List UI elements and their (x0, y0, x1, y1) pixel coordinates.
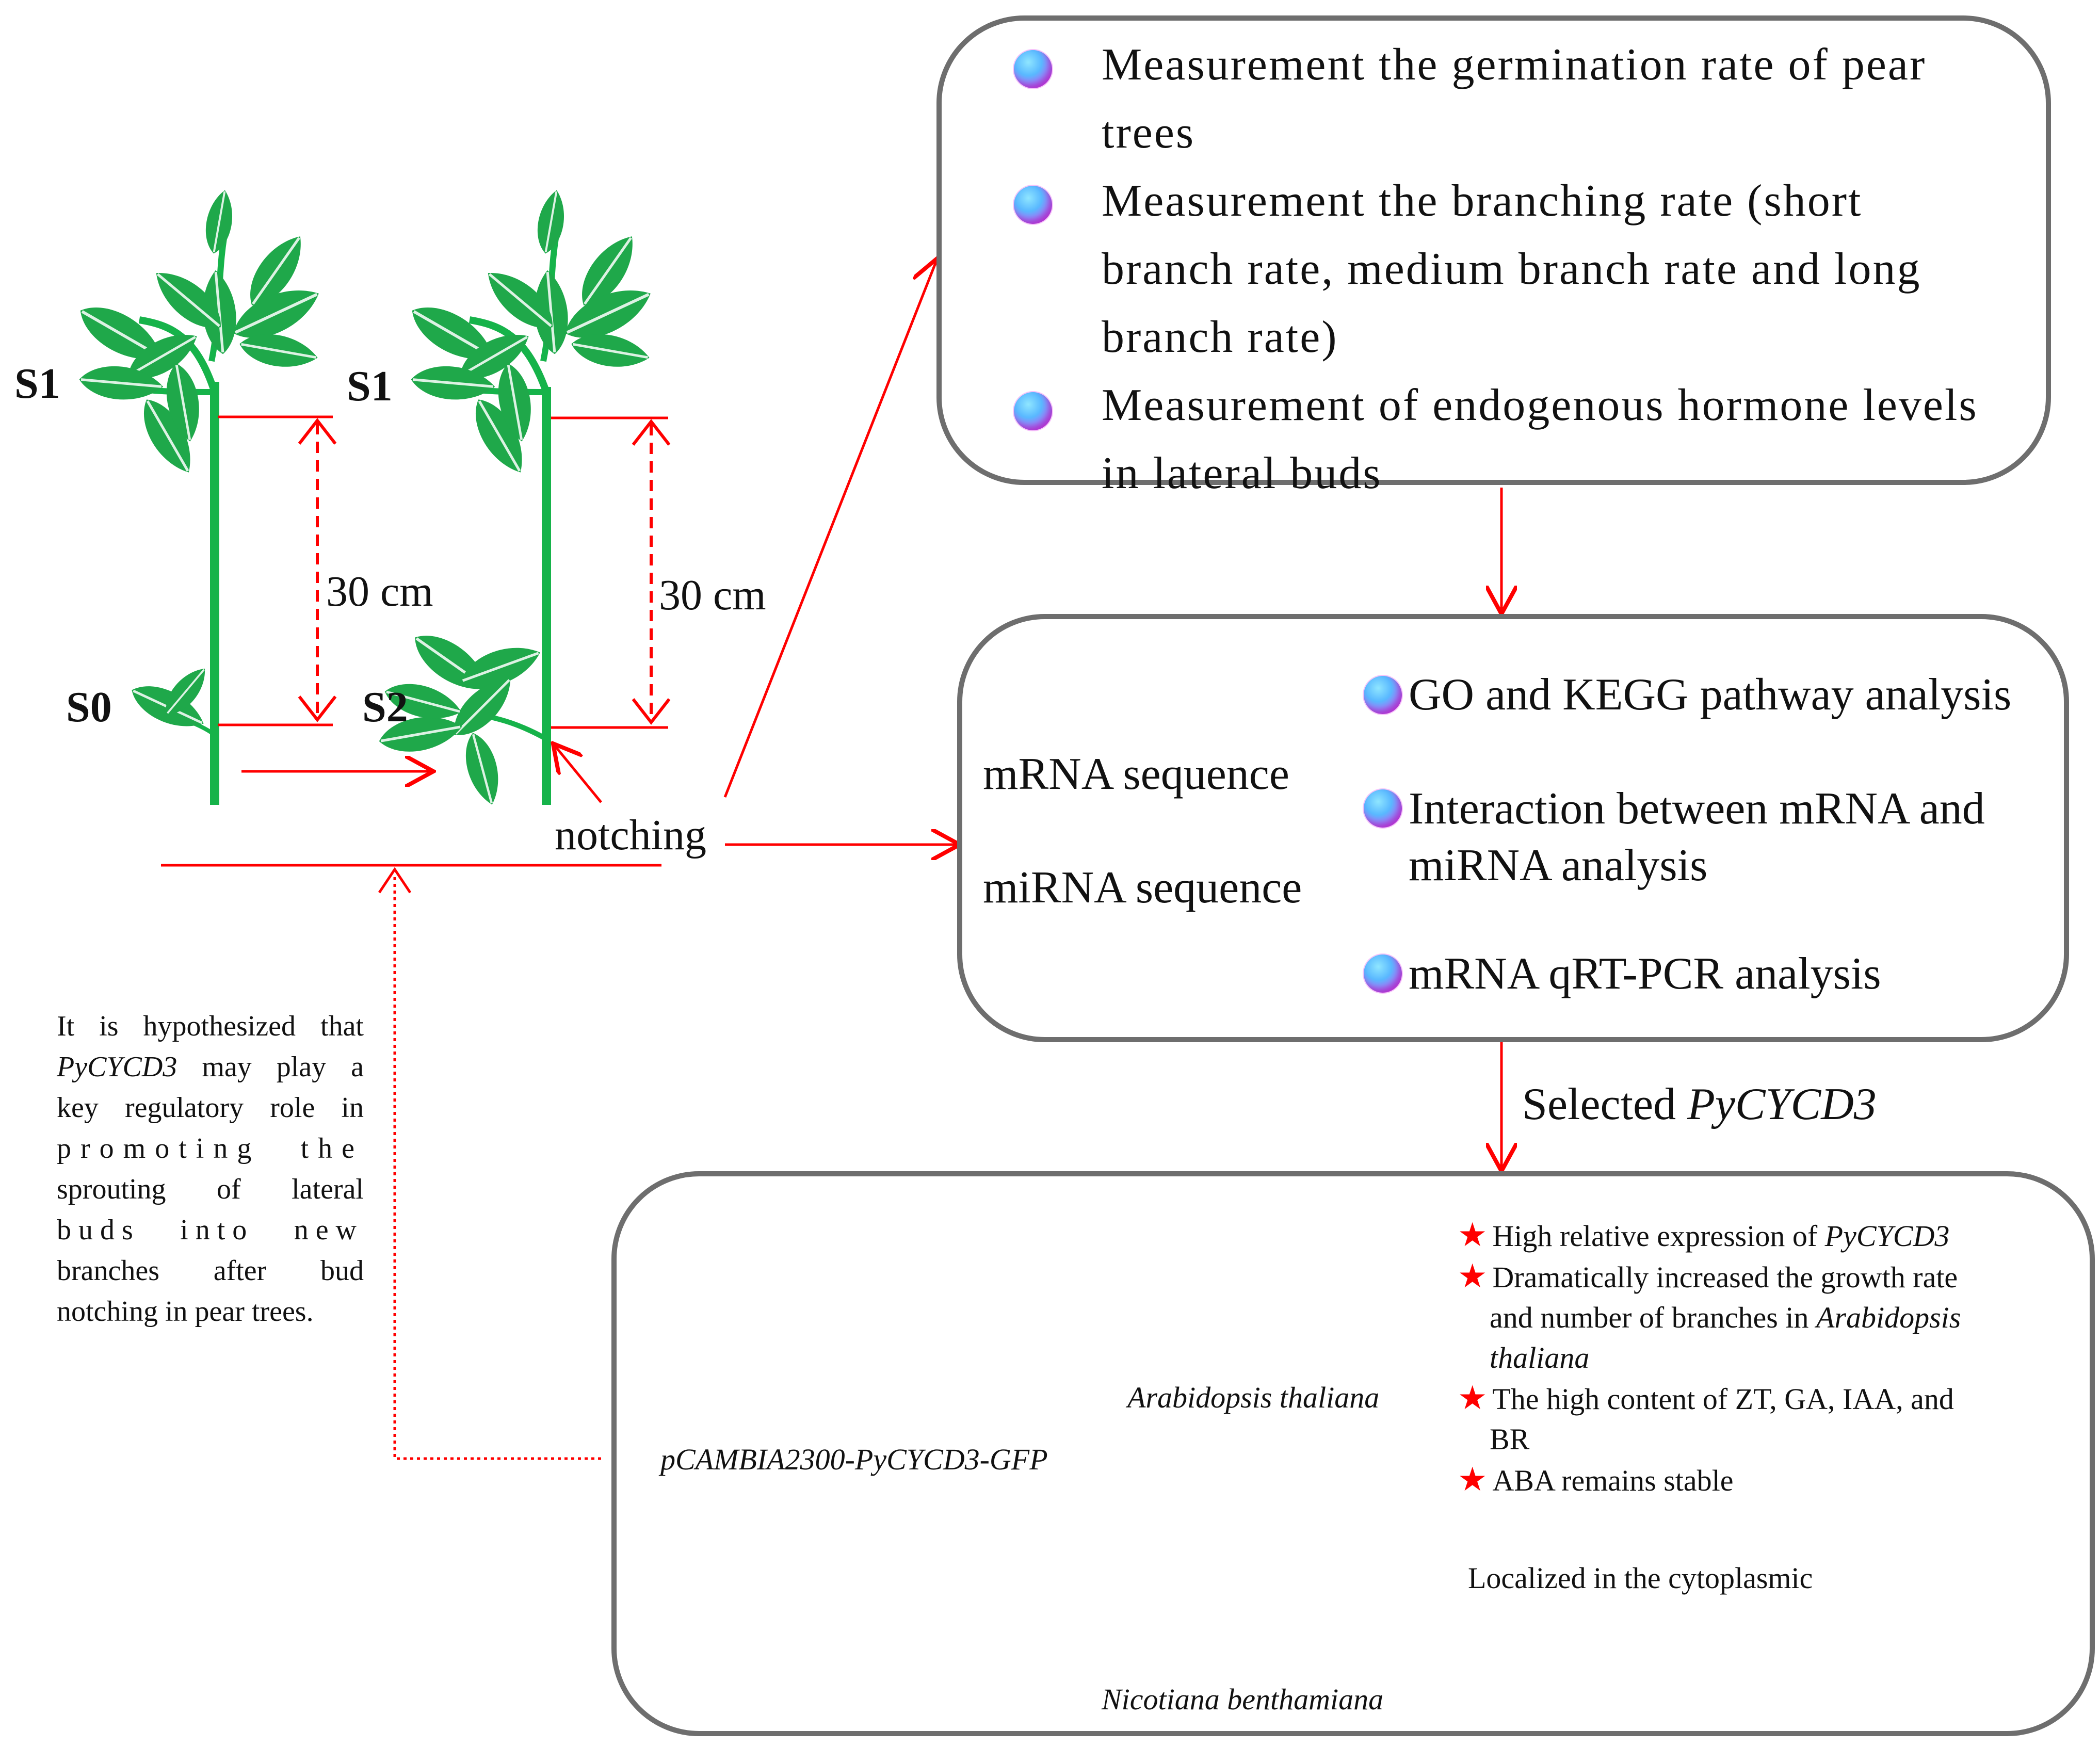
result-1: ★High relative expression of PyCYCD3 (1458, 1217, 1950, 1253)
bullet-orb-icon (1364, 676, 1402, 714)
distance-label-left: 30 cm (326, 568, 433, 616)
star-icon: ★ (1458, 1217, 1488, 1253)
sequencing-box: mRNA sequence miRNA sequence GO and KEGG… (957, 614, 2069, 1042)
measurement-item-1: Measurement the germination rate of pear… (1102, 40, 1927, 158)
notching-label: notching (555, 811, 706, 859)
measurement-item-3: Measurement of endogenous hormone levels… (1102, 380, 1978, 498)
selected-gene-label: Selected PyCYCD3 (1522, 1079, 1877, 1129)
bullet-orb-icon (1364, 789, 1402, 828)
result-3: ★The high content of ZT, GA, IAA, and BR (1458, 1380, 1954, 1456)
star-icon: ★ (1458, 1380, 1488, 1416)
hypothesis-line-2: PyCYCD3 may play a (57, 1051, 364, 1083)
result-2: ★Dramatically increased the growth rate … (1458, 1258, 1961, 1374)
hypothesis-line-1: It is hypothesized that (57, 1010, 364, 1042)
hypothesis-note: It is hypothesized that PyCYCD3 may play… (57, 1006, 364, 1332)
hypothesis-line-4: promoting the (57, 1133, 364, 1164)
nicotiana-label: Nicotiana benthamiana (1102, 1683, 1384, 1716)
measurement-box: Measurement the germination rate of pear… (936, 15, 2051, 498)
hypothesis-feedback-path (378, 867, 601, 1460)
stem-label-s1-left: S1 (14, 360, 60, 408)
hypothesis-line-5: sprouting of lateral (57, 1173, 364, 1205)
distance-marker-left (218, 415, 337, 726)
pear-seedling-icon (71, 188, 327, 805)
distance-label-right: 30 cm (659, 571, 766, 619)
result-4: ★ABA remains stable (1458, 1461, 1734, 1498)
bullet-orb-icon (1014, 186, 1052, 224)
pear-seedling-icon (376, 188, 658, 808)
construct-label: pCAMBIA2300-PyCYCD3-GFP (660, 1443, 1048, 1476)
hypothesis-gene: PyCYCD3 (57, 1051, 177, 1083)
stem-label-s0: S0 (66, 683, 112, 731)
analysis-item-1: GO and KEGG pathway analysis (1409, 670, 2012, 720)
transgenic-validation-box: pCAMBIA2300-PyCYCD3-GFP Arabidopsis thal… (611, 1171, 2095, 1736)
stem-label-s2: S2 (362, 683, 408, 731)
star-icon: ★ (1458, 1461, 1488, 1498)
hypothesis-line-3: key regulatory role in (57, 1092, 364, 1124)
bullet-orb-icon (1014, 50, 1052, 88)
mrna-sequence-label: mRNA sequence (983, 749, 1289, 799)
bullet-orb-icon (1014, 392, 1052, 430)
analysis-item-2: Interaction between mRNA and miRNA analy… (1409, 784, 1985, 891)
distance-marker-right (551, 416, 671, 729)
star-icon: ★ (1458, 1258, 1488, 1295)
localization-result: Localized in the cytoplasmic (1468, 1561, 1813, 1595)
hypothesis-line-6: buds into new (57, 1214, 364, 1246)
arabidopsis-label: Arabidopsis thaliana (1127, 1381, 1380, 1414)
hypothesis-line-7: branches after bud (57, 1255, 364, 1287)
stem-label-s1-right: S1 (347, 362, 393, 410)
bullet-orb-icon (1364, 955, 1402, 993)
mirna-sequence-label: miRNA sequence (983, 863, 1302, 913)
hypothesis-line-8: notching in pear trees. (57, 1296, 314, 1328)
arabidopsis-results: ★High relative expression of PyCYCD3 ★Dr… (1458, 1215, 2092, 1501)
analysis-item-3: mRNA qRT-PCR analysis (1409, 949, 1881, 999)
measurement-item-2: Measurement the branching rate (short br… (1102, 176, 1921, 362)
